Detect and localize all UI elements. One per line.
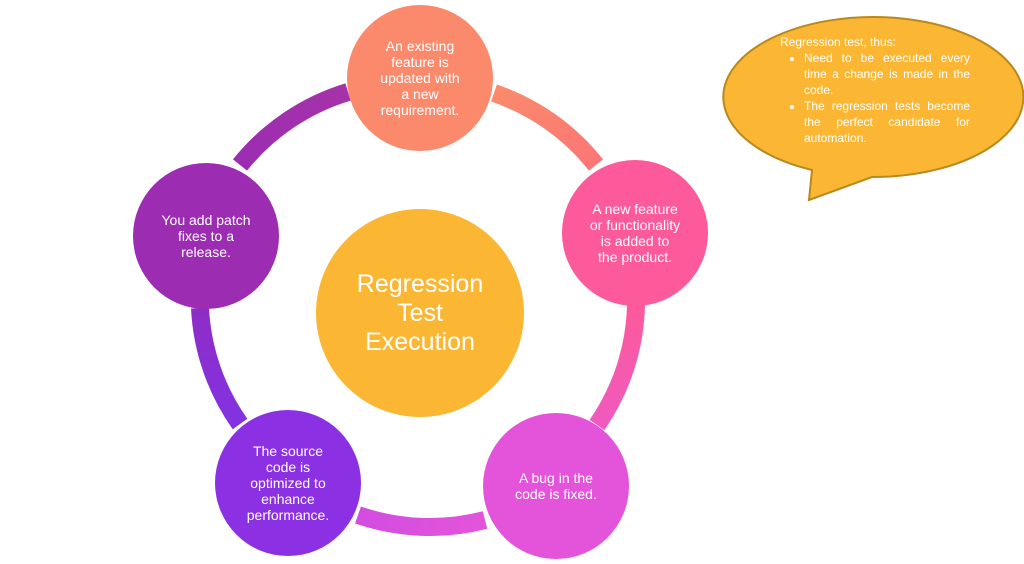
center-label-line: Regression <box>356 269 484 298</box>
node-circle-left <box>133 163 279 309</box>
node-patch-fixes-added: You add patch fixes to a release. <box>133 163 279 309</box>
node-text-line: enhance <box>261 491 315 507</box>
connector-arc-right-bottom <box>589 304 645 431</box>
node-circle-bottom-right <box>483 413 629 559</box>
node-text-line: A bug in the <box>519 470 593 486</box>
node-text-line: code is <box>265 459 311 475</box>
center-label-line: Execution <box>365 327 475 356</box>
callout-text: Regression test, thus: Need to be execut… <box>780 34 970 146</box>
node-existing-feature-updated: An existing feature is updated with a ne… <box>347 5 493 151</box>
node-text-line: A new feature <box>592 201 678 217</box>
callout-bubble <box>722 16 1024 202</box>
connector-arc-left-top <box>232 83 351 171</box>
node-text-line: updated with <box>380 70 460 86</box>
node-text-line: release. <box>181 244 231 260</box>
node-text-line: optimized to <box>250 475 326 491</box>
node-circle-right <box>562 160 708 306</box>
callout-bullet: The regression tests become the perfect … <box>804 98 970 146</box>
node-text-line: is added to <box>600 233 670 249</box>
callout-bullet: Need to be executed every time a change … <box>804 50 970 98</box>
node-text-line: You add patch <box>161 212 251 228</box>
node-text-line: a new <box>401 86 439 102</box>
node-circle-top <box>347 5 493 151</box>
node-text-line: An existing <box>385 38 455 54</box>
node-text-line: performance. <box>246 507 330 523</box>
connector-arc-top-right <box>491 84 604 171</box>
node-text-line: fixes to a <box>177 228 234 244</box>
node-text-line: the product. <box>598 249 672 265</box>
node-new-feature-added: A new feature or functionality is added … <box>562 160 708 306</box>
node-text-line: The source <box>252 443 324 459</box>
center-label: Regression Test Execution <box>316 219 524 407</box>
callout-heading: Regression test, thus: <box>780 35 897 49</box>
node-text-line: or functionality <box>589 217 681 233</box>
connector-arc-bottom <box>355 506 488 537</box>
center-circle <box>316 209 524 417</box>
node-circle-bottom-left <box>215 410 361 556</box>
center-label-line: Test <box>397 298 443 327</box>
node-text-line: code is fixed. <box>515 486 597 502</box>
node-bug-fixed: A bug in the code is fixed. <box>483 413 629 559</box>
node-code-optimized: The source code is optimized to enhance … <box>215 410 361 556</box>
connector-arc-left-bottom <box>191 307 248 430</box>
callout-bullet-list: Need to be executed every time a change … <box>780 50 970 146</box>
node-text-line: requirement. <box>380 102 460 118</box>
node-text-line: feature is <box>391 54 449 70</box>
